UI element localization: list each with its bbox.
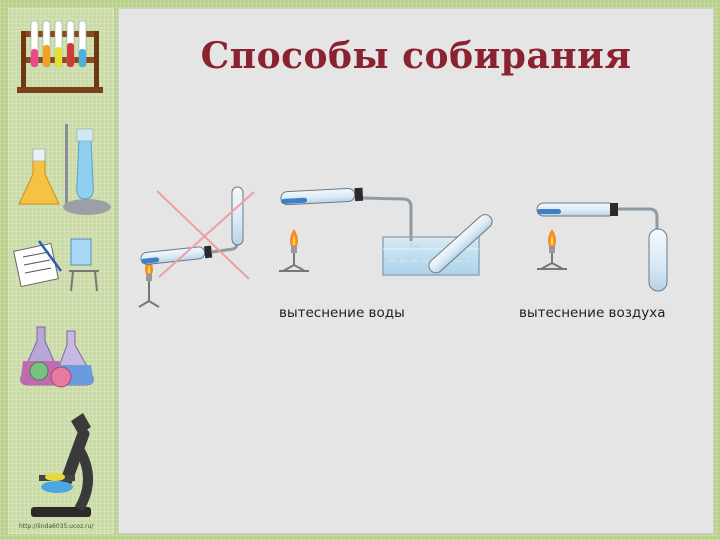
apparatus-water-displacement [279,187,493,276]
apparatus-scene [138,186,668,308]
slide-title: Способы собирания [200,35,632,77]
sidebar: http://linda6035.ucoz.ru/ [8,8,114,534]
microscope-icon [31,413,93,517]
caption-air-displacement: вытеснение воздуха [519,305,666,321]
test-tube-horizontal [280,187,364,206]
test-tube-rack-icon [17,20,103,93]
cross-out-mark [156,190,255,280]
apparatus-air-displacement [536,202,668,292]
notebook-icon [13,240,63,288]
flask-stand-icon [18,124,111,215]
test-tube-horizontal [536,202,618,217]
flasks-icon [20,326,94,388]
burner-icon [138,259,160,308]
footer-url: http://linda6035.ucoz.ru/ [19,523,94,530]
slide-panel: Способы собирания [118,8,714,534]
beaker-icon [69,238,99,292]
apparatus-crossed [138,186,255,308]
sidebar-art [13,20,111,517]
burner-icon [537,229,567,270]
caption-water-displacement: вытеснение воды [279,305,405,321]
collecting-tube [428,214,493,274]
collecting-tube [648,228,668,292]
burner-icon [279,229,309,272]
